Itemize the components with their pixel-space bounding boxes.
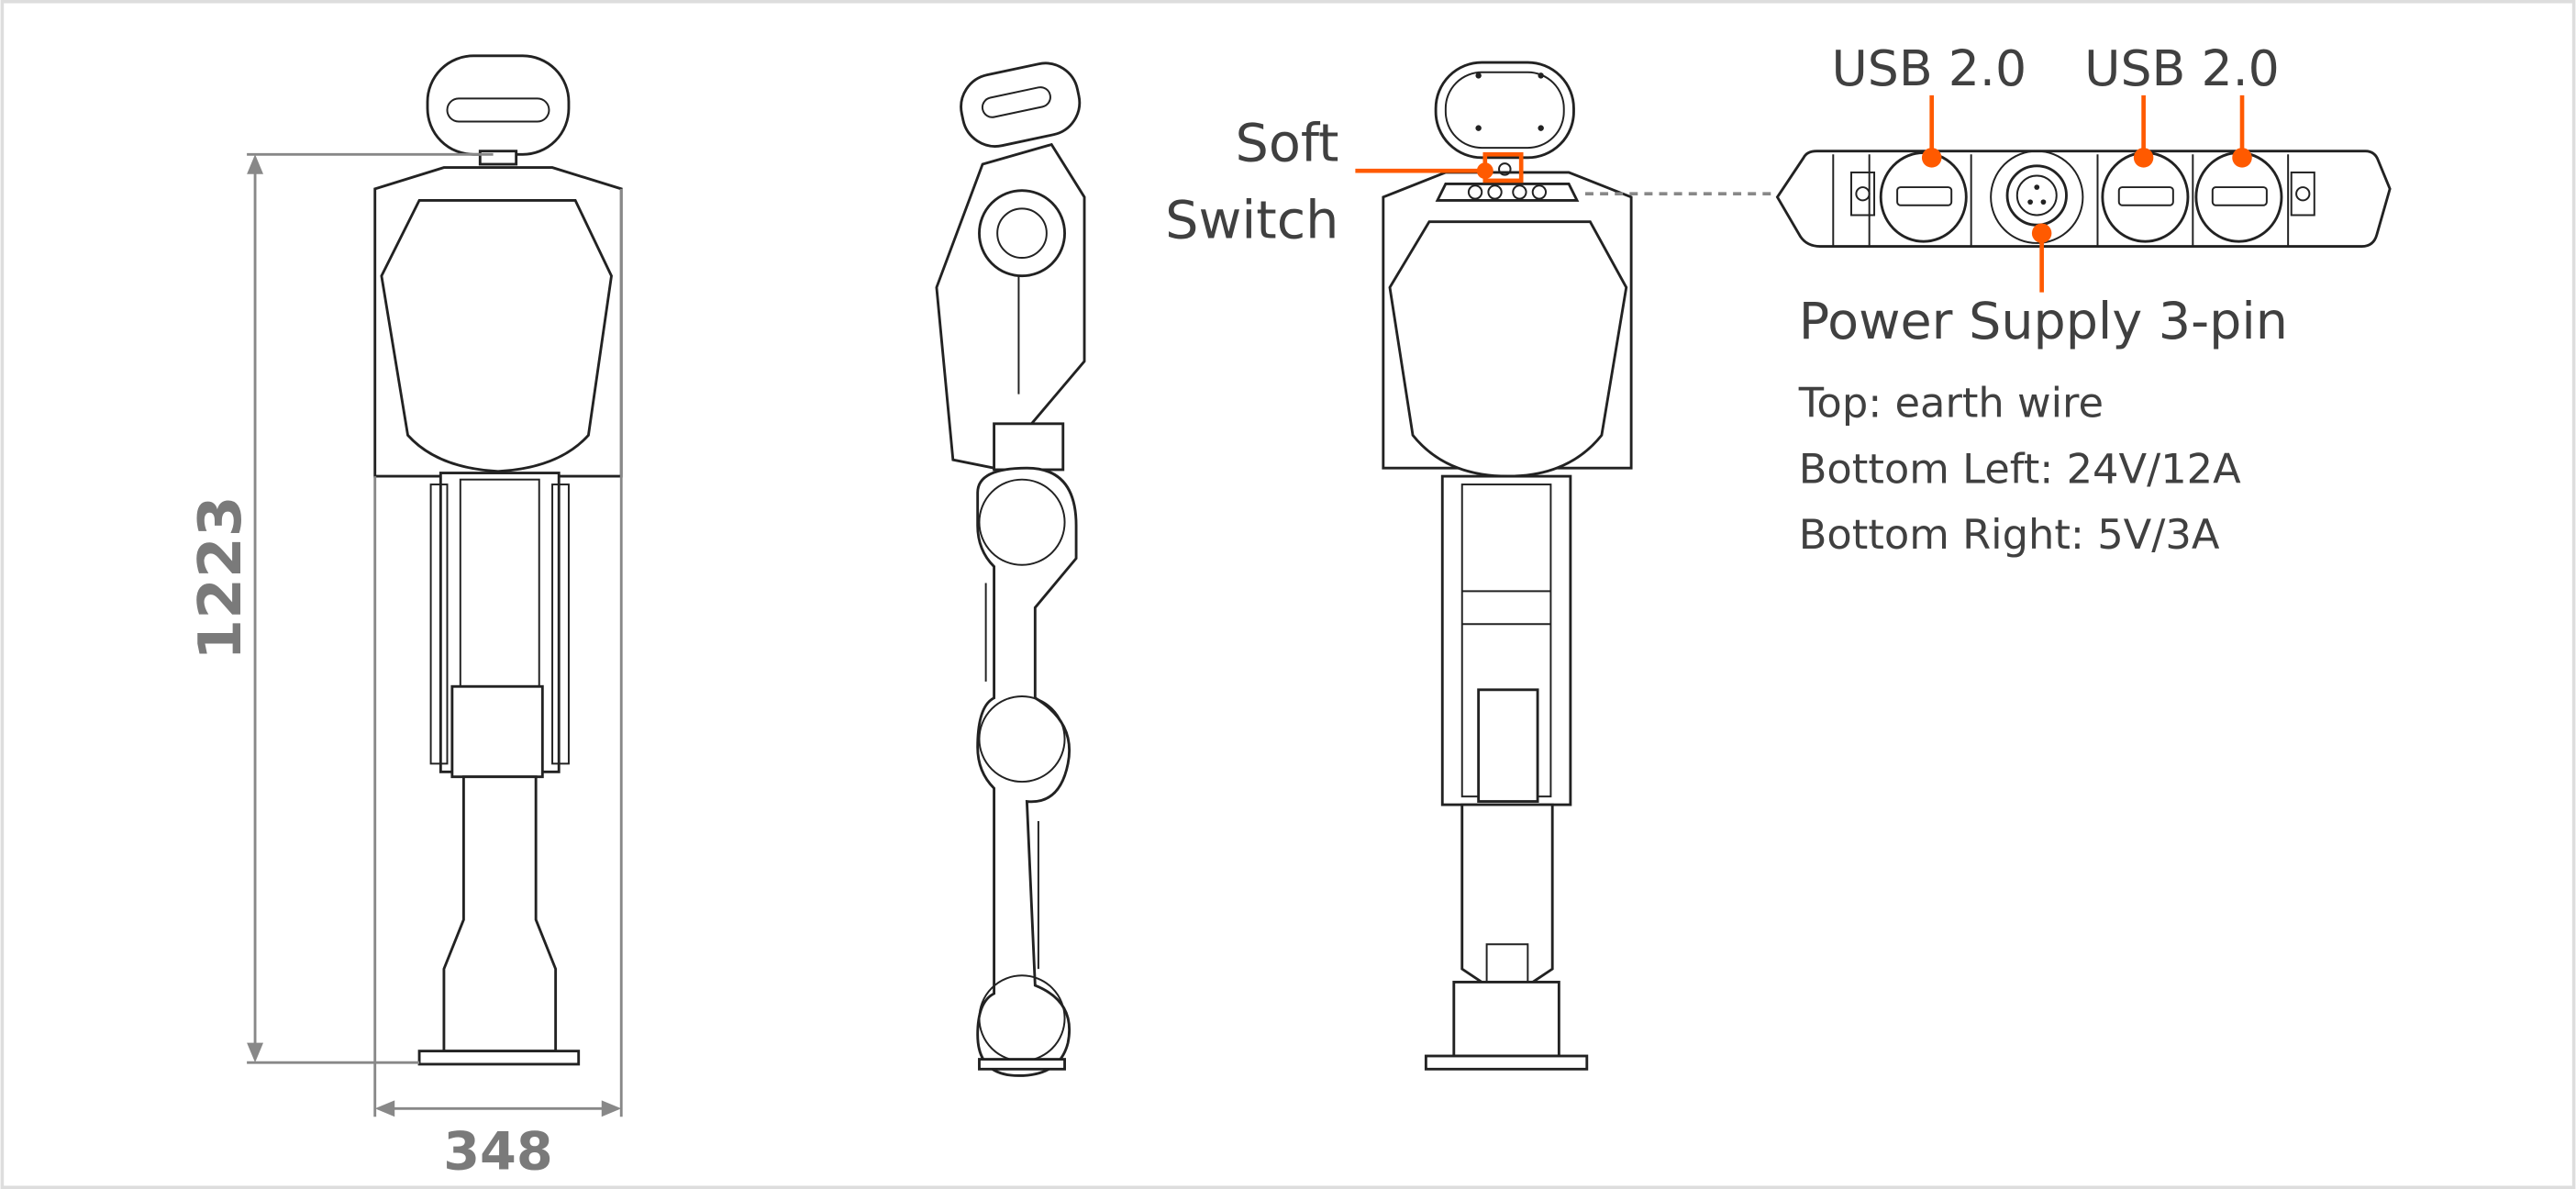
width-value: 348 (443, 1121, 553, 1183)
height-value: 1223 (186, 495, 255, 660)
pin-top-label: Top: earth wire (1798, 379, 2104, 428)
front-view-robot (373, 54, 623, 1066)
soft-switch-label-line2: Switch (1165, 190, 1338, 251)
usb-left-label: USB 2.0 (1832, 39, 2027, 97)
height-dimension: 1223 (186, 152, 494, 1064)
soft-switch-label-line1: Soft (1235, 112, 1338, 173)
soft-switch-callout: Soft Switch (1165, 112, 1524, 251)
width-dimension: 348 (373, 188, 623, 1183)
pin-bottom-left-label: Bottom Left: 24V/12A (1799, 444, 2241, 493)
power-supply-label: Power Supply 3-pin (1799, 292, 2288, 351)
connector-panel-detail (1775, 94, 2392, 293)
mini-connector-panel (1467, 184, 1548, 200)
usb-right-label: USB 2.0 (2084, 39, 2280, 97)
usb-port-1 (1879, 151, 1968, 243)
side-view-robot (935, 61, 1086, 1077)
power-connector (1990, 150, 2084, 244)
pin-bottom-right-label: Bottom Right: 5V/3A (1799, 510, 2220, 559)
back-view-robot (1382, 61, 1774, 1071)
